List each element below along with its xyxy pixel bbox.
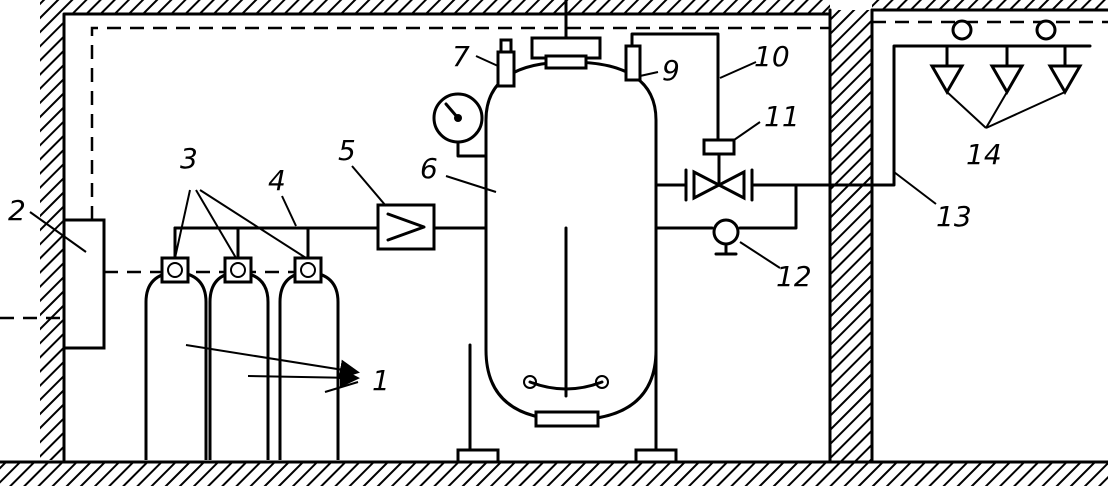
gate-valve-left-triangle (692, 169, 723, 201)
nozzle-3 (1047, 64, 1083, 96)
leader-9 (639, 71, 659, 77)
cylinder-valve-1-knob (167, 262, 183, 278)
label-10: 10 (754, 40, 790, 73)
gas-cylinders (144, 256, 340, 460)
level-sensor (624, 44, 642, 82)
distribution-pipe (828, 44, 1092, 187)
detector-1 (951, 19, 973, 41)
leader-7 (475, 55, 499, 67)
middle-wall-hatch (830, 10, 872, 462)
gauge-pipe (456, 140, 488, 158)
cylinder-2 (208, 270, 270, 460)
cylinder-valve-2 (223, 256, 253, 284)
gauge-hub (454, 114, 462, 122)
label-11: 11 (764, 100, 800, 133)
reducer-body (376, 203, 436, 251)
right-ceiling-hatch (872, 0, 1108, 10)
nozzle-2 (989, 64, 1025, 96)
leader-2 (29, 211, 87, 253)
control-panel (62, 218, 106, 350)
leader-14a (946, 91, 987, 129)
vessel-foot-right (634, 448, 678, 464)
cylinder-1 (144, 270, 208, 460)
leader-12 (739, 241, 781, 269)
control-signal-lines (0, 20, 1108, 320)
leader-1a (185, 344, 360, 380)
spray-nozzles (929, 19, 1083, 96)
pipe-riser-to-nozzles (870, 44, 1092, 187)
safety-valve (496, 38, 516, 88)
cylinder-3 (278, 270, 340, 460)
cylinder-valve-3 (293, 256, 323, 284)
vessel-agitator-right-loop (595, 375, 609, 389)
label-2: 2 (8, 194, 26, 227)
cylinder-valve-1 (160, 256, 190, 284)
label-12: 12 (776, 260, 812, 293)
reducer-symbol (386, 212, 426, 242)
dashed-control-line-top (90, 26, 830, 220)
pressure-gauge (432, 92, 488, 158)
label-13: 13 (936, 200, 972, 233)
valve-actuator-assembly (630, 32, 736, 186)
leader-14c (985, 91, 1066, 129)
label-7: 7 (452, 40, 470, 73)
gate-valve-right-triangle (715, 169, 746, 201)
ceiling-hatch (62, 0, 830, 14)
label-9: 9 (662, 54, 680, 87)
leader-1c (324, 381, 359, 393)
leader-lines (29, 55, 1066, 393)
bypass-pipe (654, 183, 798, 230)
label-4: 4 (268, 164, 286, 197)
vessel-agitator-arm (528, 380, 604, 391)
left-wall-hatch (40, 0, 64, 460)
vessel-foot-left (456, 448, 500, 464)
safety-valve-cap (499, 38, 513, 54)
check-valve-12-stem (714, 242, 738, 256)
check-valve-12 (712, 218, 740, 246)
outlet-piping (654, 168, 832, 256)
manifold (173, 226, 380, 260)
actuator-signal-line (630, 32, 720, 142)
leader-14b (985, 91, 1008, 129)
vessel-bottom-outlet (534, 410, 600, 428)
cylinder-valve-3-knob (300, 262, 316, 278)
detector-2 (1035, 19, 1057, 41)
vessel-agitator-left-loop (523, 375, 537, 389)
leader-4 (281, 195, 297, 227)
vessel-body (484, 60, 658, 422)
pressure-reducer (376, 203, 658, 251)
label-6: 6 (420, 152, 438, 185)
valve-actuator (702, 138, 736, 156)
floor-hatch (0, 462, 1108, 486)
leader-11 (733, 121, 761, 141)
leader-5 (351, 165, 387, 207)
label-3: 3 (180, 142, 198, 175)
level-sensor-body (624, 44, 642, 82)
label-5: 5 (338, 134, 356, 167)
label-1: 1 (372, 364, 390, 397)
cylinder-valve-2-knob (230, 262, 246, 278)
leader-1b (247, 367, 360, 388)
safety-valve-body (496, 50, 516, 88)
leader-3c (199, 189, 307, 259)
callout-labels: 1 2 3 4 5 6 7 9 10 11 12 13 14 (8, 40, 1002, 397)
leader-3a (174, 189, 191, 259)
leader-6 (445, 175, 497, 193)
label-14: 14 (966, 138, 1002, 171)
leader-10 (719, 61, 757, 79)
leader-13 (893, 171, 937, 205)
vessel-top-neck (544, 54, 588, 70)
nozzle-1 (929, 64, 965, 96)
leader-3b (195, 189, 237, 259)
vessel (456, 0, 678, 464)
